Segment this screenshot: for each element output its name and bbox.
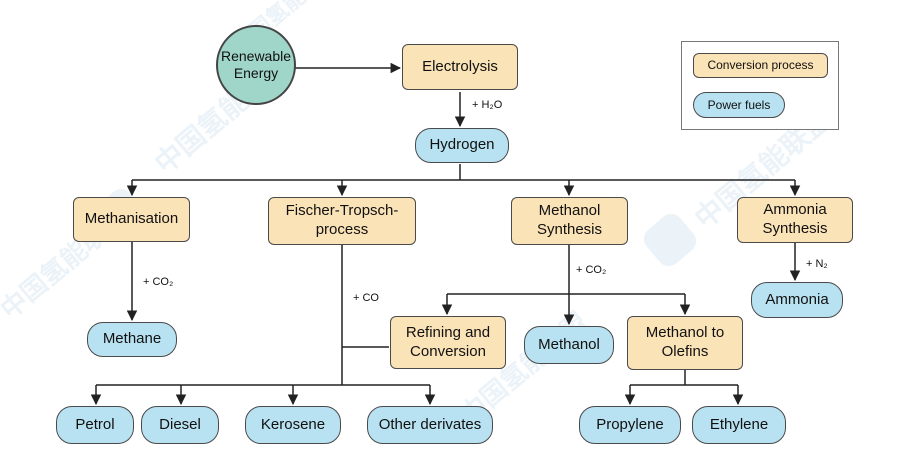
edge-label-co2-methanisation: + CO₂ (143, 276, 174, 288)
node-methanol: Methanol (524, 326, 614, 364)
node-fischer-tropsch: Fischer-Tropsch- process (268, 197, 416, 245)
edge-label-n2: + N₂ (806, 258, 828, 270)
node-electrolysis: Electrolysis (402, 44, 518, 90)
node-methane: Methane (87, 322, 177, 357)
node-refining-conversion: Refining and Conversion (390, 316, 506, 369)
node-methanol-synthesis: Methanol Synthesis (511, 197, 628, 245)
edge-label-co2-methanol: + CO₂ (576, 264, 607, 276)
node-ethylene: Ethylene (692, 406, 786, 444)
legend: Conversion process Power fuels (681, 41, 839, 130)
node-other-derivates: Other derivates (367, 406, 493, 444)
legend-power-fuels: Power fuels (693, 92, 785, 118)
node-diesel: Diesel (141, 406, 219, 444)
node-hydrogen: Hydrogen (415, 128, 509, 163)
node-petrol: Petrol (56, 406, 134, 444)
legend-conversion-process: Conversion process (693, 53, 828, 78)
edge-label-co: + CO (353, 292, 379, 304)
node-renewable-energy: Renewable Energy (216, 25, 296, 105)
node-propylene: Propylene (579, 406, 681, 444)
node-methanol-to-olefins: Methanol to Olefins (627, 316, 743, 370)
watermark-logo-icon (643, 213, 697, 267)
node-kerosene: Kerosene (245, 406, 341, 444)
node-ammonia: Ammonia (751, 282, 843, 318)
edge-label-h2o: + H₂O (472, 99, 503, 111)
node-methanisation: Methanisation (73, 197, 190, 242)
node-ammonia-synthesis: Ammonia Synthesis (737, 197, 853, 243)
